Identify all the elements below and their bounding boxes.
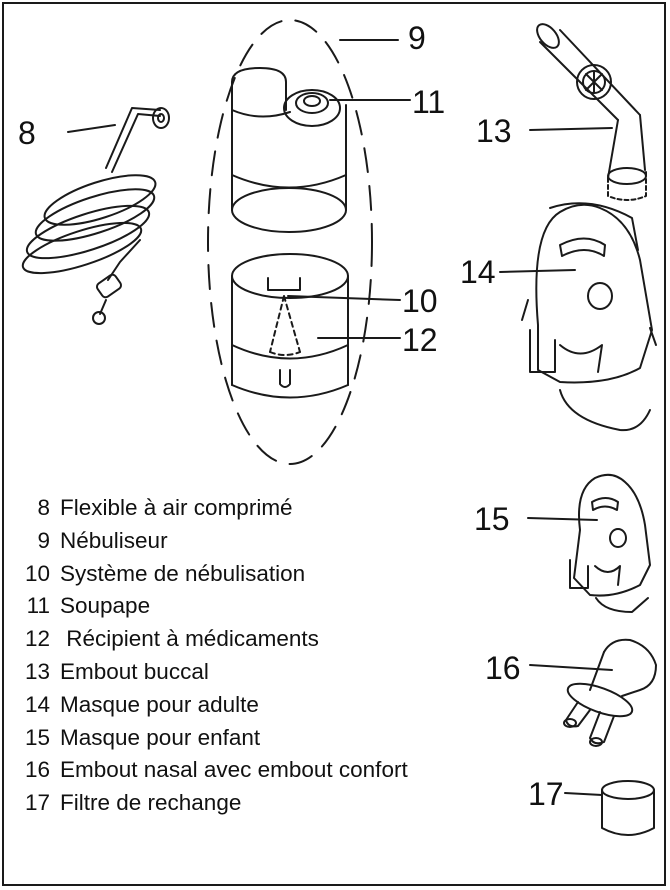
legend-number: 10 — [24, 560, 50, 586]
filter-icon — [564, 780, 655, 836]
callout-15: 15 — [474, 501, 510, 537]
callout-16: 16 — [485, 650, 521, 686]
legend-item: 10 Système de nébulisation — [10, 558, 520, 591]
callout-9: 9 — [408, 20, 426, 56]
legend-number: 12 — [24, 626, 50, 652]
legend-item: 11 Soupape — [10, 590, 520, 623]
nebulizer-icon — [207, 19, 411, 465]
legend-number: 17 — [24, 790, 50, 816]
legend-number: 9 — [37, 527, 50, 553]
legend-number: 11 — [26, 593, 50, 619]
callout-11: 11 — [412, 84, 446, 120]
legend-number: 8 — [37, 495, 50, 520]
legend-text: Système de nébulisation — [60, 560, 306, 586]
adult-mask-icon — [499, 202, 657, 432]
mouthpiece-icon — [529, 23, 647, 201]
legend-text: Flexible à air comprimé — [60, 495, 293, 520]
callout-8: 8 — [18, 115, 36, 151]
callout-12: 12 — [402, 322, 438, 358]
legend-number: 13 — [24, 658, 50, 684]
legend-number: 14 — [24, 691, 50, 717]
legend-text: Embout nasal avec embout confort — [60, 757, 408, 783]
callout-17: 17 — [528, 776, 564, 812]
callout-10: 10 — [402, 283, 438, 319]
legend-number: 15 — [24, 724, 50, 750]
legend-text: Filtre de rechange — [60, 790, 242, 816]
compressed-air-tube-icon — [21, 107, 170, 325]
callout-14: 14 — [460, 254, 496, 290]
legend-item: 12 Récipient à médicaments — [10, 623, 520, 656]
legend-item: 8 Flexible à air comprimé — [10, 492, 520, 525]
legend-text: Embout buccal — [60, 658, 209, 684]
legend-text: Nébuliseur — [60, 527, 168, 553]
callout-13: 13 — [476, 113, 512, 149]
legend-item: 13 Embout buccal — [10, 656, 520, 689]
child-mask-icon — [527, 473, 651, 613]
legend-item: 15 Masque pour enfant — [10, 722, 520, 755]
legend-text: Masque pour adulte — [60, 691, 259, 717]
legend-number: 16 — [24, 757, 50, 783]
legend-item: 16 Embout nasal avec embout confort — [10, 754, 520, 787]
legend-item: 17 Filtre de rechange — [10, 787, 520, 820]
nasal-piece-icon — [529, 638, 657, 747]
legend-text: Soupape — [60, 593, 151, 619]
legend-text: Masque pour enfant — [60, 724, 261, 750]
legend-item: 14 Masque pour adulte — [10, 689, 520, 722]
legend-text: Récipient à médicaments — [60, 626, 319, 652]
legend-item: 9 Nébuliseur — [10, 525, 520, 558]
